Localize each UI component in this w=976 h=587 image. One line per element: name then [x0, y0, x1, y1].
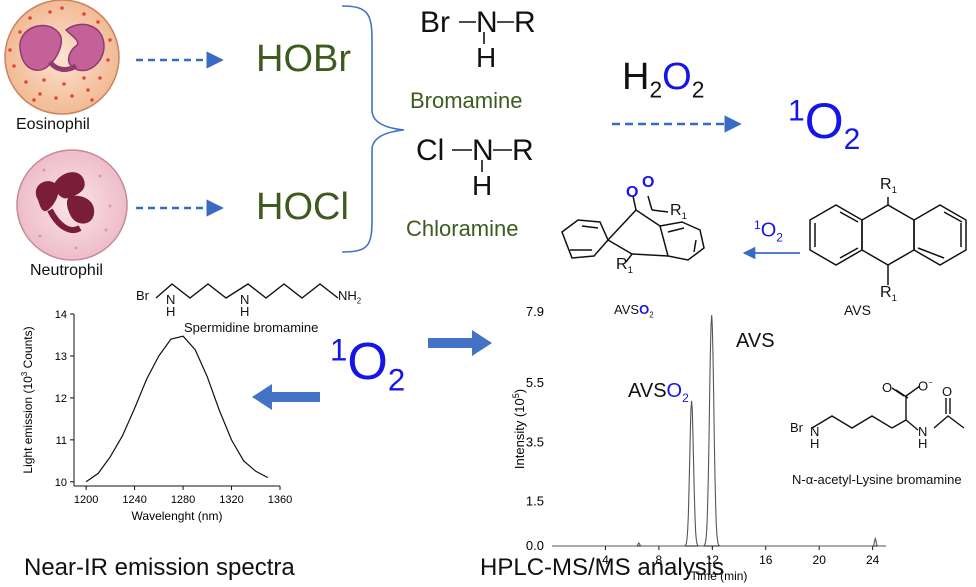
avso2-structure — [561, 195, 705, 263]
singlet-oxygen-small: 1O2 — [754, 218, 783, 245]
hplc-y-tick-label: 0.0 — [526, 538, 544, 553]
avs-structure — [809, 197, 967, 285]
hplc-avso2-top: AVSO2 — [614, 302, 654, 320]
hplc-x-tick-label: 20 — [813, 553, 827, 567]
nir-y-tick-label: 11 — [56, 435, 67, 447]
avs-r1-top: R1 — [880, 176, 897, 197]
lysine-n2: N — [918, 424, 928, 439]
lysine-o-minus: O− — [918, 378, 933, 394]
hplc-y-tick-label: 1.5 — [526, 494, 544, 509]
lysine-label: N-α-acetyl-Lysine bromamine — [792, 472, 962, 487]
nir-y-tick-label: 10 — [55, 477, 67, 489]
singlet-oxygen-mid: 1O2 — [330, 332, 406, 398]
hobr-label: HOBr — [256, 38, 351, 80]
bromamine-r: R — [514, 6, 536, 39]
chloramine-n: N — [472, 134, 494, 167]
hplc-y-axis-label: Intensity (105) — [511, 389, 527, 469]
hplc-avso2-peak-label: AVSO2 — [628, 380, 689, 405]
lysine-o1: O — [882, 380, 893, 395]
hplc-y-tick-label: 3.5 — [526, 434, 544, 449]
hocl-label: HOCl — [256, 186, 349, 228]
bromamine-h: H — [476, 42, 497, 73]
chloramine-halogen: Cl — [416, 134, 445, 167]
lysine-structure — [811, 385, 965, 431]
nir-x-axis-label: Wavelenght (nm) — [132, 509, 223, 523]
hplc-x-tick-label: 16 — [759, 553, 773, 567]
h2o2-label: H2O2 — [622, 56, 705, 103]
spermidine-label: Spermidine bromamine — [184, 320, 319, 335]
nir-x-tick-label: 1320 — [219, 494, 243, 506]
nir-x-tick-label: 1360 — [268, 494, 292, 506]
spermidine-n2: N — [240, 292, 250, 307]
nir-emission-line — [85, 335, 269, 483]
bromamine-n: N — [476, 6, 498, 39]
singlet-oxygen-top: 1O2 — [788, 93, 861, 156]
chloramine-label: Chloramine — [406, 216, 519, 241]
chloramine-h: H — [472, 170, 493, 201]
spermidine-br: Br — [136, 288, 149, 303]
nir-y-axis-label: Light emission (103 Counts) — [20, 326, 35, 473]
hplc-x-axis-label: Time (min) — [691, 569, 748, 583]
hplc-x-tick-label: 12 — [706, 553, 720, 567]
bromamine-label: Bromamine — [410, 88, 523, 113]
neutrophil-cell-illustration — [16, 149, 128, 261]
spermidine-h1: H — [166, 304, 176, 319]
spermidine-n1: N — [166, 292, 176, 307]
endoperoxide-r1-right: R1 — [670, 202, 687, 223]
hplc-y-tick-label: 7.9 — [526, 304, 544, 319]
hplc-x-tick-label: 8 — [656, 553, 663, 567]
eosinophil-cell-illustration — [4, 0, 120, 115]
lysine-h2: H — [918, 436, 928, 451]
hplc-avs-peak-label: AVS — [736, 330, 775, 352]
lysine-o3: O — [942, 384, 953, 399]
hplc-trace — [552, 314, 886, 547]
bromamine-halogen: Br — [420, 6, 450, 39]
nir-y-tick-label: 14 — [55, 309, 67, 321]
spermidine-nh2: NH2 — [338, 288, 362, 306]
nir-x-tick-label: 1280 — [171, 494, 195, 506]
chloramine-r: R — [512, 134, 534, 167]
nir-caption: Near-IR emission spectra — [24, 554, 295, 581]
eosinophil-label: Eosinophil — [16, 116, 90, 133]
lysine-n1: N — [810, 424, 820, 439]
bold-arrow-left — [252, 384, 320, 410]
lysine-br: Br — [790, 420, 803, 435]
endoperoxide-r1-left: R1 — [616, 256, 633, 277]
hplc-x-tick-label: 4 — [602, 553, 609, 567]
hplc-y-tick-label: 5.5 — [526, 375, 544, 390]
spermidine-h2: H — [240, 304, 250, 319]
lysine-h1: H — [810, 436, 820, 451]
hplc-x-tick-label: 24 — [866, 553, 880, 567]
endoperoxide-o2: O — [642, 174, 655, 191]
nir-x-tick-label: 1200 — [74, 494, 98, 506]
curly-bracket — [341, 5, 405, 253]
nir-emission-chart: 10 11 12 13 14 1200 1240 1280 1320 1360Wavelenght… — [20, 309, 292, 523]
nir-x-tick-label: 1240 — [122, 494, 146, 506]
nir-y-tick-label: 12 — [55, 393, 67, 405]
hplc-caption: HPLC-MS/MS analysis — [480, 554, 725, 581]
nir-y-tick-label: 13 — [55, 351, 67, 363]
endoperoxide-o1: O — [626, 184, 639, 201]
neutrophil-label: Neutrophil — [30, 262, 103, 279]
bold-arrow-right — [428, 330, 492, 356]
avs-label: AVS — [844, 302, 871, 318]
spermidine-chain — [155, 283, 339, 299]
avs-r1-bottom: R1 — [880, 284, 897, 305]
